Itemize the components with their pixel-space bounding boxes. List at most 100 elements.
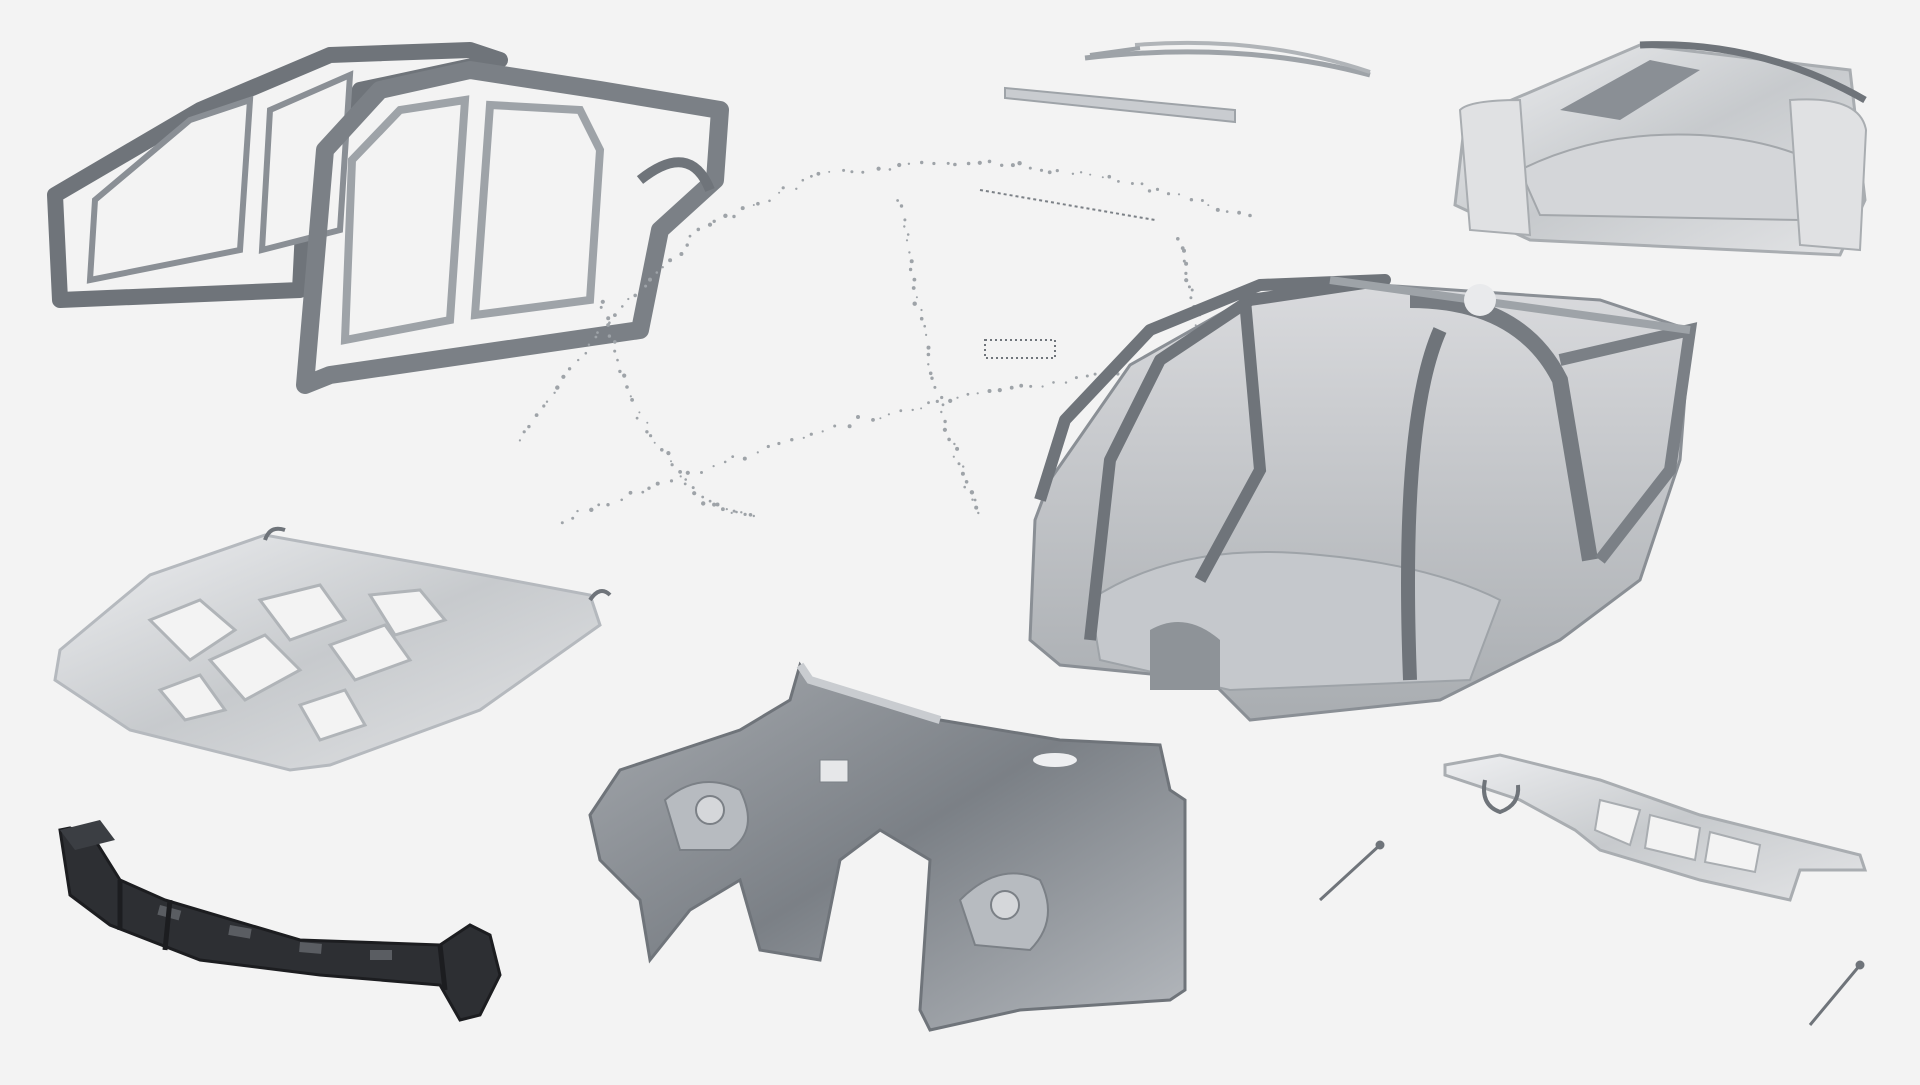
weld-point xyxy=(896,199,899,202)
weld-point xyxy=(1147,189,1152,193)
weld-point xyxy=(941,403,945,407)
weld-point xyxy=(669,479,674,483)
weld-point xyxy=(571,516,575,520)
weld-point xyxy=(912,277,917,282)
weld-point xyxy=(925,333,928,336)
weld-point xyxy=(560,521,564,525)
weld-point xyxy=(930,376,934,380)
weld-point xyxy=(613,340,617,344)
weld-point xyxy=(653,441,656,444)
weld-point xyxy=(816,171,821,176)
weld-point xyxy=(966,392,970,396)
weld-point xyxy=(915,296,918,299)
weld-point xyxy=(748,513,753,517)
weld-point xyxy=(963,485,966,489)
weld-point xyxy=(899,204,904,208)
weld-point xyxy=(725,508,728,511)
weld-point xyxy=(920,407,923,410)
weld-point xyxy=(777,441,781,446)
weld-point xyxy=(628,490,633,495)
weld-point xyxy=(633,293,637,298)
weld-point xyxy=(599,305,603,309)
weld-point xyxy=(887,413,891,416)
weld-point xyxy=(553,391,556,394)
weld-point xyxy=(1190,288,1194,292)
weld-point xyxy=(810,174,813,178)
side-panels-part xyxy=(47,42,729,394)
weld-point xyxy=(735,510,738,514)
weld-point xyxy=(919,316,924,321)
weld-point xyxy=(1117,180,1120,183)
weld-point xyxy=(518,439,522,442)
weld-point xyxy=(957,462,961,466)
weld-point xyxy=(660,448,664,452)
weld-point xyxy=(1047,170,1052,175)
weld-point xyxy=(1177,193,1181,196)
weld-point xyxy=(534,413,539,417)
weld-point xyxy=(721,507,725,512)
weld-point xyxy=(908,267,913,272)
weld-point xyxy=(850,170,854,174)
weld-point xyxy=(1189,296,1193,300)
weld-point xyxy=(888,168,892,171)
weld-point xyxy=(620,498,623,502)
weld-point xyxy=(613,349,617,353)
weld-point xyxy=(955,446,960,451)
weld-point xyxy=(600,299,605,304)
weld-point xyxy=(766,444,770,449)
weld-point xyxy=(1237,210,1241,215)
small-pins-part xyxy=(1318,840,1865,1026)
weld-point xyxy=(685,243,689,247)
weld-point xyxy=(833,424,837,428)
weld-point xyxy=(1085,374,1089,378)
weld-point xyxy=(630,398,634,402)
weld-point xyxy=(723,460,727,464)
weld-point xyxy=(923,324,926,328)
weld-point xyxy=(622,373,627,378)
weld-point xyxy=(1182,248,1186,253)
weld-point xyxy=(542,404,546,408)
weld-point xyxy=(897,162,902,168)
weld-point xyxy=(613,313,617,317)
weld-point xyxy=(997,388,1002,393)
front-bumper-beam-part xyxy=(58,820,502,1022)
weld-point xyxy=(1187,285,1191,289)
weld-point xyxy=(847,424,852,429)
weld-point xyxy=(1166,192,1171,196)
weld-point xyxy=(1200,199,1204,202)
weld-point xyxy=(685,470,690,475)
weld-point xyxy=(943,419,947,424)
weld-point xyxy=(1064,381,1068,384)
weld-point xyxy=(952,455,955,458)
weld-point xyxy=(648,277,652,282)
weld-point xyxy=(691,486,695,490)
weld-point xyxy=(1184,261,1189,266)
weld-point xyxy=(879,417,882,420)
weld-point xyxy=(670,460,672,463)
weld-point xyxy=(606,323,610,327)
weld-point xyxy=(899,409,903,413)
rear-floor-assembly-part xyxy=(1453,41,1868,257)
weld-point xyxy=(712,502,717,507)
weld-point xyxy=(1071,172,1075,175)
weld-point xyxy=(589,507,594,512)
weld-point xyxy=(627,297,630,301)
weld-point xyxy=(645,430,649,434)
weld-point xyxy=(920,160,924,165)
weld-point xyxy=(594,335,598,339)
weld-point xyxy=(947,437,951,442)
weld-point xyxy=(1089,173,1092,176)
weld-point xyxy=(802,436,805,439)
weld-point xyxy=(942,427,948,432)
weld-point xyxy=(903,218,907,222)
weld-point xyxy=(1052,381,1055,384)
weld-point xyxy=(962,465,965,468)
weld-point xyxy=(679,475,682,478)
weld-point xyxy=(731,455,735,458)
weld-point xyxy=(778,191,781,194)
front-end-structure-part xyxy=(588,661,1187,1032)
weld-point xyxy=(606,316,611,321)
weld-point xyxy=(928,371,933,376)
weld-point xyxy=(629,395,632,398)
